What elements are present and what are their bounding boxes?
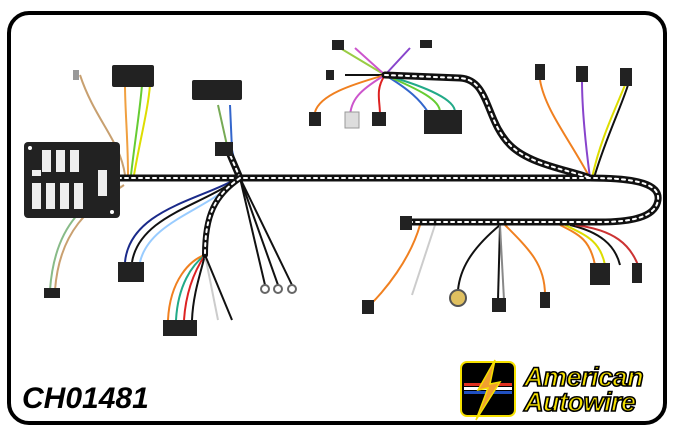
fuse-box <box>24 142 120 218</box>
brand-name-line1: American <box>523 362 644 392</box>
ring-terminals <box>260 284 467 307</box>
part-number: CH01481 <box>22 382 149 415</box>
wire-group <box>49 47 639 321</box>
diagram-frame <box>7 11 667 425</box>
main-harness <box>114 71 662 258</box>
connector-white <box>344 111 360 129</box>
connectors <box>44 40 642 336</box>
brand-logo-icon <box>460 359 516 421</box>
brand-name-line2: Autowire <box>523 387 637 417</box>
